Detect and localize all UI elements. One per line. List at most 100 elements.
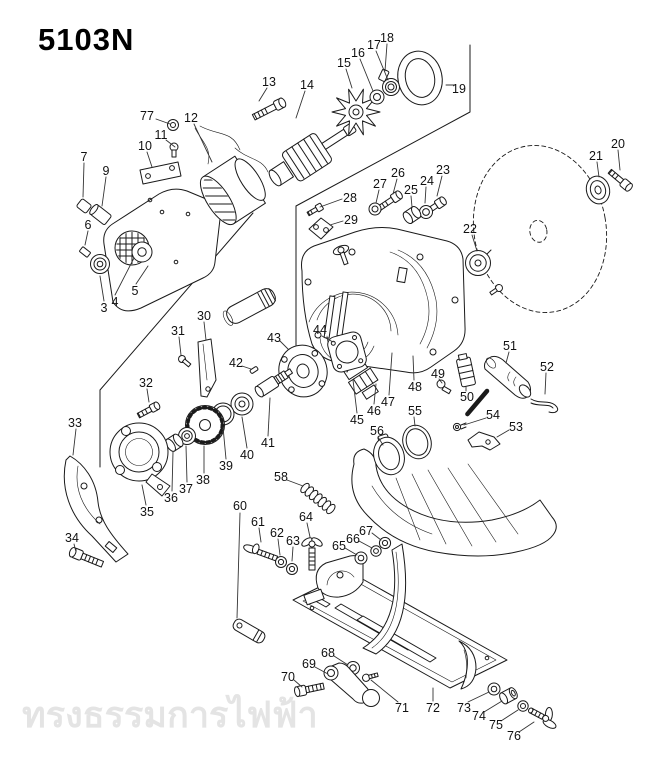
- screw-49: [436, 379, 452, 395]
- plate-29: [308, 217, 334, 240]
- depth-guide-arc: [362, 543, 407, 655]
- screw-71: [362, 672, 379, 682]
- leader-line-51: [505, 351, 510, 364]
- leader-line-71: [370, 679, 399, 703]
- saw-blade-outline: [472, 145, 608, 313]
- washer-75: [517, 700, 529, 712]
- screw-28: [306, 202, 324, 217]
- part-label-14: 14: [300, 78, 314, 92]
- part-label-65: 65: [332, 539, 346, 553]
- leader-line-35: [141, 484, 147, 506]
- part-label-21: 21: [589, 149, 603, 163]
- key-42: [249, 366, 259, 374]
- model-title: 5103N: [38, 22, 135, 57]
- armature: [268, 122, 357, 187]
- part-label-30: 30: [197, 309, 211, 323]
- rip-fence-guide-33: [63, 455, 129, 563]
- part-label-74: 74: [472, 709, 486, 723]
- spring-58: [300, 482, 336, 515]
- part-label-60: 60: [233, 499, 247, 513]
- watermark-text: ทรงธรรมการไฟฟ้า: [22, 694, 318, 735]
- cord-guard-51: [484, 355, 532, 399]
- leader-line-75: [500, 709, 519, 722]
- bevel-pivot-bracket: [303, 555, 364, 606]
- leader-line-73: [467, 691, 490, 703]
- bevel-guide-crescent: [458, 640, 477, 690]
- leader-line-28: [319, 198, 343, 208]
- leader-line-22: [471, 234, 478, 252]
- part-label-67: 67: [359, 524, 373, 538]
- leader-line-16: [359, 58, 374, 92]
- part-label-11: 11: [155, 128, 168, 142]
- leader-line-60: [236, 512, 241, 619]
- leader-line-11: [165, 139, 176, 148]
- bolt-20: [607, 168, 633, 192]
- part-label-72: 72: [426, 701, 440, 715]
- part-label-48: 48: [408, 380, 422, 394]
- part-label-64: 64: [299, 510, 313, 524]
- bolt-70: [294, 682, 325, 698]
- leader-line-24: [424, 186, 427, 204]
- washer-27: [368, 202, 382, 216]
- leader-line-7: [82, 162, 85, 198]
- field-stator: [194, 125, 269, 226]
- part-label-42: 42: [229, 356, 243, 370]
- part-label-27: 27: [373, 177, 387, 191]
- leader-line-61: [258, 527, 262, 543]
- sleeve-25: [402, 205, 422, 225]
- part-label-44: 44: [313, 323, 327, 337]
- leader-line-63: [291, 546, 294, 562]
- leader-line-76: [518, 721, 535, 733]
- part-label-41: 41: [261, 436, 275, 450]
- part-label-12: 12: [184, 111, 198, 125]
- part-label-5: 5: [132, 284, 139, 298]
- part-label-66: 66: [346, 532, 360, 546]
- washer-73: [487, 682, 501, 696]
- leader-line-18: [384, 43, 388, 72]
- leader-line-14: [295, 90, 306, 119]
- outer-flange-21: [585, 175, 611, 205]
- screw-11: [169, 142, 179, 158]
- part-label-24: 24: [420, 174, 434, 188]
- guide-plate-30: [197, 338, 217, 398]
- leader-line-6: [84, 230, 89, 246]
- part-label-70: 70: [281, 670, 295, 684]
- part-label-56: 56: [370, 424, 384, 438]
- housing-screw: [489, 284, 503, 296]
- wing-screw-64: [301, 537, 323, 571]
- washer-62: [275, 556, 287, 568]
- part-label-23: 23: [436, 163, 450, 177]
- part-label-45: 45: [350, 413, 364, 427]
- baffle-plate-10: [139, 161, 182, 185]
- leader-line-69: [314, 666, 329, 675]
- leader-line-77: [155, 118, 171, 125]
- part-label-61: 61: [251, 515, 265, 529]
- leader-line-49: [438, 378, 443, 384]
- screw-54: [452, 422, 467, 432]
- part-label-47: 47: [381, 395, 395, 409]
- leader-line-68: [333, 655, 349, 666]
- part-label-6: 6: [85, 218, 92, 232]
- part-label-33: 33: [68, 416, 82, 430]
- part-label-18: 18: [380, 31, 394, 45]
- bearing-37: [178, 427, 196, 445]
- part-label-9: 9: [103, 164, 110, 178]
- leader-line-52: [544, 372, 547, 395]
- washer-66: [370, 545, 382, 557]
- part-label-58: 58: [274, 470, 288, 484]
- leader-line-39: [222, 426, 227, 460]
- part-label-62: 62: [270, 526, 284, 540]
- leader-line-26: [392, 178, 398, 195]
- washer-65: [354, 551, 368, 565]
- leader-line-41: [267, 397, 271, 437]
- leader-line-70: [293, 679, 303, 688]
- part-label-37: 37: [179, 482, 193, 496]
- leader-line-13: [258, 87, 268, 102]
- bracket-53: [467, 431, 501, 451]
- leader-line-42: [241, 365, 252, 370]
- part-label-46: 46: [367, 404, 381, 418]
- part-label-63: 63: [286, 534, 300, 548]
- leader-line-36: [171, 451, 174, 492]
- leader-line-40: [241, 416, 248, 449]
